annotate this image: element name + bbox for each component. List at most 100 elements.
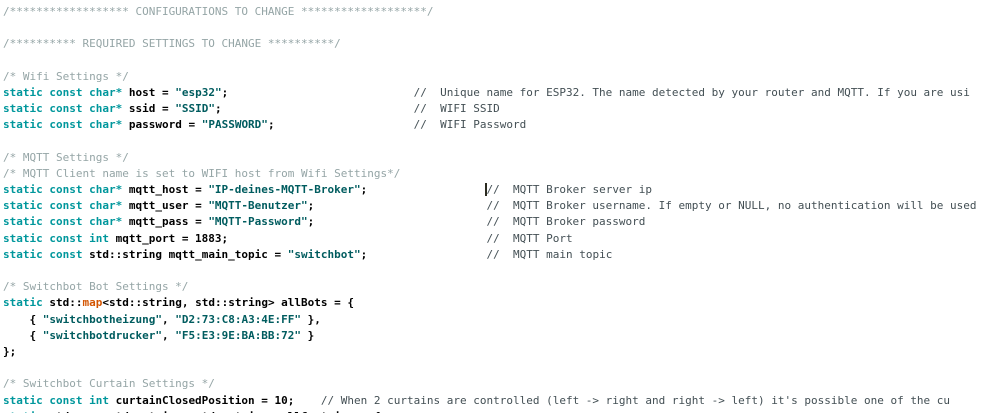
line-comment-token: // Unique name for ESP32. The name detec… [413, 85, 970, 99]
code-line: static const char* mqtt_pass = "MQTT-Pas… [3, 214, 1007, 230]
block-comment-token: /* Switchbot Bot Settings */ [3, 280, 189, 294]
code-line: static const char* ssid = "SSID"; // WIF… [3, 101, 1007, 117]
string-token: "IP-deines-MQTT-Broker" [208, 183, 361, 197]
code-line: static const char* mqtt_host = "IP-deine… [3, 182, 1007, 198]
code-line: static const char* password = "PASSWORD"… [3, 117, 1007, 133]
spacing-token [222, 102, 414, 115]
keyword-token: static const char* [3, 85, 123, 99]
code-line: static const int mqtt_port = 1883; // MQ… [3, 231, 1007, 247]
code-token: mqtt_user = [122, 199, 209, 213]
line-comment-token: // MQTT Broker password [486, 215, 646, 229]
code-token: <std::string, std::string> allBots = { [102, 296, 355, 310]
spacing-token [275, 118, 414, 131]
code-line: static std::map<std::string, std::string… [3, 295, 1007, 311]
code-line [3, 360, 1007, 376]
code-line [3, 134, 1007, 150]
code-token: { [3, 312, 43, 326]
line-comment-token: // MQTT Broker username. If empty or NUL… [486, 199, 977, 213]
spacing-token [367, 248, 486, 261]
line-comment-token: // MQTT main topic [486, 247, 613, 261]
code-line: static const int curtainClosedPosition =… [3, 393, 1007, 409]
code-token: std:: [43, 410, 82, 413]
code-token: ; [360, 247, 368, 261]
code-line: }; [3, 344, 1007, 360]
string-token: "switchbotheizung" [42, 312, 162, 326]
code-line [3, 263, 1007, 279]
code-line: { "switchbotdrucker", "F5:E3:9E:BA:BB:72… [3, 328, 1007, 344]
block-comment-token: /* Wifi Settings */ [3, 69, 129, 83]
code-line [3, 53, 1007, 69]
code-line: /****************** CONFIGURATIONS TO CH… [3, 4, 1007, 20]
spacing-token [228, 232, 486, 245]
function-token: map [82, 296, 103, 310]
code-token: , [161, 312, 176, 326]
code-token: <std::string, std::string> allCurtains =… [102, 410, 380, 413]
code-token: host = [122, 85, 176, 99]
string-token: "switchbotdrucker" [42, 328, 162, 342]
code-token: { [3, 328, 43, 342]
string-token: "MQTT-Password" [208, 215, 308, 229]
string-token: "SSID" [175, 102, 215, 116]
line-comment-token: // When 2 curtains are controlled (left … [320, 393, 951, 407]
string-token: "F5:E3:9E:BA:BB:72" [175, 328, 302, 342]
code-token: ssid = [122, 102, 176, 116]
code-line: /* Switchbot Bot Settings */ [3, 279, 1007, 295]
spacing-token [367, 183, 486, 196]
code-line: { "switchbotheizung", "D2:73:C8:A3:4E:FF… [3, 312, 1007, 328]
keyword-token: static const char* [3, 102, 123, 116]
keyword-token: static const char* [3, 118, 123, 132]
code-line: /* MQTT Settings */ [3, 150, 1007, 166]
code-token: mqtt_pass = [122, 215, 209, 229]
code-token: mqtt_port = 1883; [108, 231, 229, 245]
block-comment-token: /********** REQUIRED SETTINGS TO CHANGE … [3, 37, 341, 51]
spacing-token [294, 394, 321, 407]
code-token: mqtt_host = [122, 183, 209, 197]
keyword-token: static const [3, 247, 83, 261]
line-comment-token: // MQTT Port [486, 231, 573, 245]
keyword-token: static const char* [3, 183, 123, 197]
code-line [3, 20, 1007, 36]
text-caret [485, 183, 488, 197]
line-comment-token: // WIFI SSID [413, 102, 500, 116]
code-token: } [301, 328, 315, 342]
code-line: static const std::string mqtt_main_topic… [3, 247, 1007, 263]
string-token: "MQTT-Benutzer" [208, 199, 308, 213]
block-comment-token: /****************** CONFIGURATIONS TO CH… [3, 5, 434, 18]
code-token: ; [307, 215, 315, 229]
code-line: static const char* host = "esp32"; // Un… [3, 85, 1007, 101]
code-token: std:: [42, 296, 83, 310]
keyword-token: static [3, 296, 43, 310]
code-token: ; [267, 118, 275, 132]
keyword-token: static [3, 410, 43, 413]
code-token: ; [214, 102, 222, 116]
string-token: "D2:73:C8:A3:4E:FF" [175, 312, 302, 326]
line-comment-token: // MQTT Broker server ip [486, 183, 653, 197]
code-token: }; [3, 344, 17, 358]
code-line: /* MQTT Client name is set to WIFI host … [3, 166, 1007, 182]
block-comment-token: /* MQTT Settings */ [3, 150, 129, 164]
code-token: , [161, 328, 176, 342]
string-token: "PASSWORD" [201, 118, 268, 132]
code-token: curtainClosedPosition = 10; [108, 393, 295, 407]
code-token: password = [122, 118, 202, 132]
block-comment-token: /* MQTT Client name is set to WIFI host … [3, 166, 401, 180]
line-comment-token: // WIFI Password [413, 118, 527, 132]
spacing-token [314, 199, 486, 212]
code-token: ; [307, 199, 315, 213]
code-token: std::string mqtt_main_topic = [82, 247, 288, 261]
string-token: "switchbot" [287, 247, 361, 261]
function-token: map [83, 410, 103, 413]
string-token: "esp32" [175, 85, 222, 99]
code-line: static std::map<std::string, std::string… [3, 409, 1007, 413]
code-token: }, [301, 312, 321, 326]
code-line: static const char* mqtt_user = "MQTT-Ben… [3, 198, 1007, 214]
code-token: ; [221, 85, 229, 99]
code-line: /********** REQUIRED SETTINGS TO CHANGE … [3, 36, 1007, 52]
block-comment-token: /* Switchbot Curtain Settings */ [3, 377, 215, 391]
keyword-token: static const char* [3, 199, 123, 213]
code-line: /* Wifi Settings */ [3, 69, 1007, 85]
keyword-token: static const int [3, 393, 109, 407]
code-token: ; [360, 183, 368, 197]
keyword-token: static const int [3, 231, 109, 245]
